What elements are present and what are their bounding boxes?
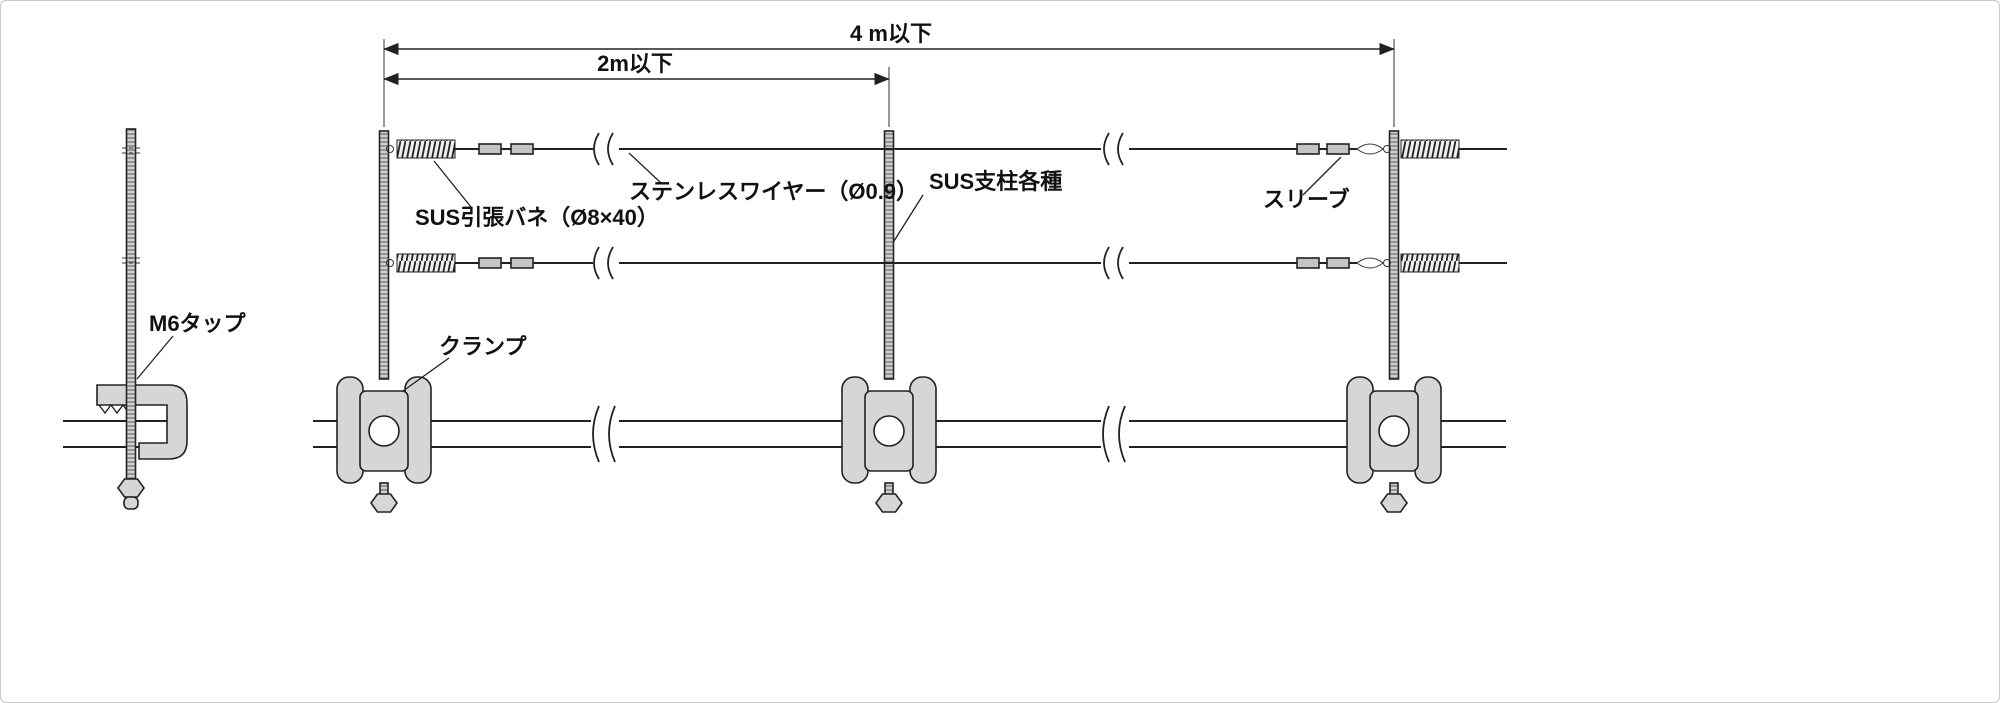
- wire-eyelet: [1383, 259, 1391, 267]
- sleeve: [1296, 257, 1320, 269]
- pipe-break-mark: [1102, 405, 1126, 463]
- post-left: [378, 130, 390, 380]
- sleeve: [1296, 143, 1320, 155]
- tap-label: M6タップ: [149, 311, 247, 336]
- pipe-break-mark: [592, 405, 616, 463]
- sleeve: [478, 257, 502, 269]
- dimension-2m-label: 2m以下: [597, 51, 673, 76]
- sleeve: [1326, 143, 1350, 155]
- spring-label: SUS引張バネ（Ø8×40）: [415, 205, 659, 230]
- wire-eyelet: [386, 259, 394, 267]
- post-label: SUS支柱各種: [929, 169, 1062, 194]
- wire-break-mark: [593, 246, 614, 280]
- hex-nut: [117, 478, 145, 498]
- clamp-label: クランプ: [439, 334, 527, 359]
- clamp-middle: [841, 376, 937, 513]
- clamp-left: [336, 376, 432, 513]
- wire-top: [386, 132, 1507, 166]
- callout-spring: SUS引張バネ（Ø8×40）: [415, 160, 659, 230]
- callout-sleeve: スリーブ: [1263, 156, 1350, 212]
- wire-bottom: [386, 246, 1507, 280]
- wire-eyelet: [1383, 145, 1391, 153]
- sleeve: [510, 257, 534, 269]
- tension-spring: [1400, 253, 1460, 273]
- wire-break-mark: [593, 132, 614, 166]
- post-right: [1388, 130, 1400, 380]
- wire-eye-loop: [1356, 257, 1384, 269]
- callout-post: SUS支柱各種: [893, 169, 1062, 242]
- wire-break-mark: [1103, 132, 1124, 166]
- clamp-right: [1346, 376, 1442, 513]
- hex-nut: [1380, 493, 1408, 513]
- callout-tap: M6タップ: [136, 311, 247, 380]
- wire-eyelet: [386, 145, 394, 153]
- sleeve-label: スリーブ: [1263, 187, 1350, 212]
- bolt-tip: [123, 496, 139, 510]
- dimension-4m: 4 m以下: [383, 21, 1395, 127]
- callout-clamp: クランプ: [402, 334, 527, 392]
- dimension-2m: 2m以下: [383, 51, 890, 127]
- dimension-4m-label: 4 m以下: [850, 21, 932, 46]
- hex-nut: [370, 493, 398, 513]
- detail-view-post-clamp: [63, 128, 188, 510]
- wire-label: ステンレスワイヤー（Ø0.9）: [629, 179, 918, 204]
- wire-break-mark: [1103, 246, 1124, 280]
- hex-nut: [875, 493, 903, 513]
- sleeve: [478, 143, 502, 155]
- tension-spring: [396, 253, 456, 273]
- callout-wire: ステンレスワイヤー（Ø0.9）: [628, 152, 918, 204]
- wire-eye-loop: [1356, 143, 1384, 155]
- g-clamp-body: [96, 384, 188, 460]
- post-middle: [883, 130, 895, 380]
- tension-spring: [396, 139, 456, 159]
- detail-post: [125, 128, 137, 480]
- sleeve: [1326, 257, 1350, 269]
- tension-spring: [1400, 139, 1460, 159]
- sleeve: [510, 143, 534, 155]
